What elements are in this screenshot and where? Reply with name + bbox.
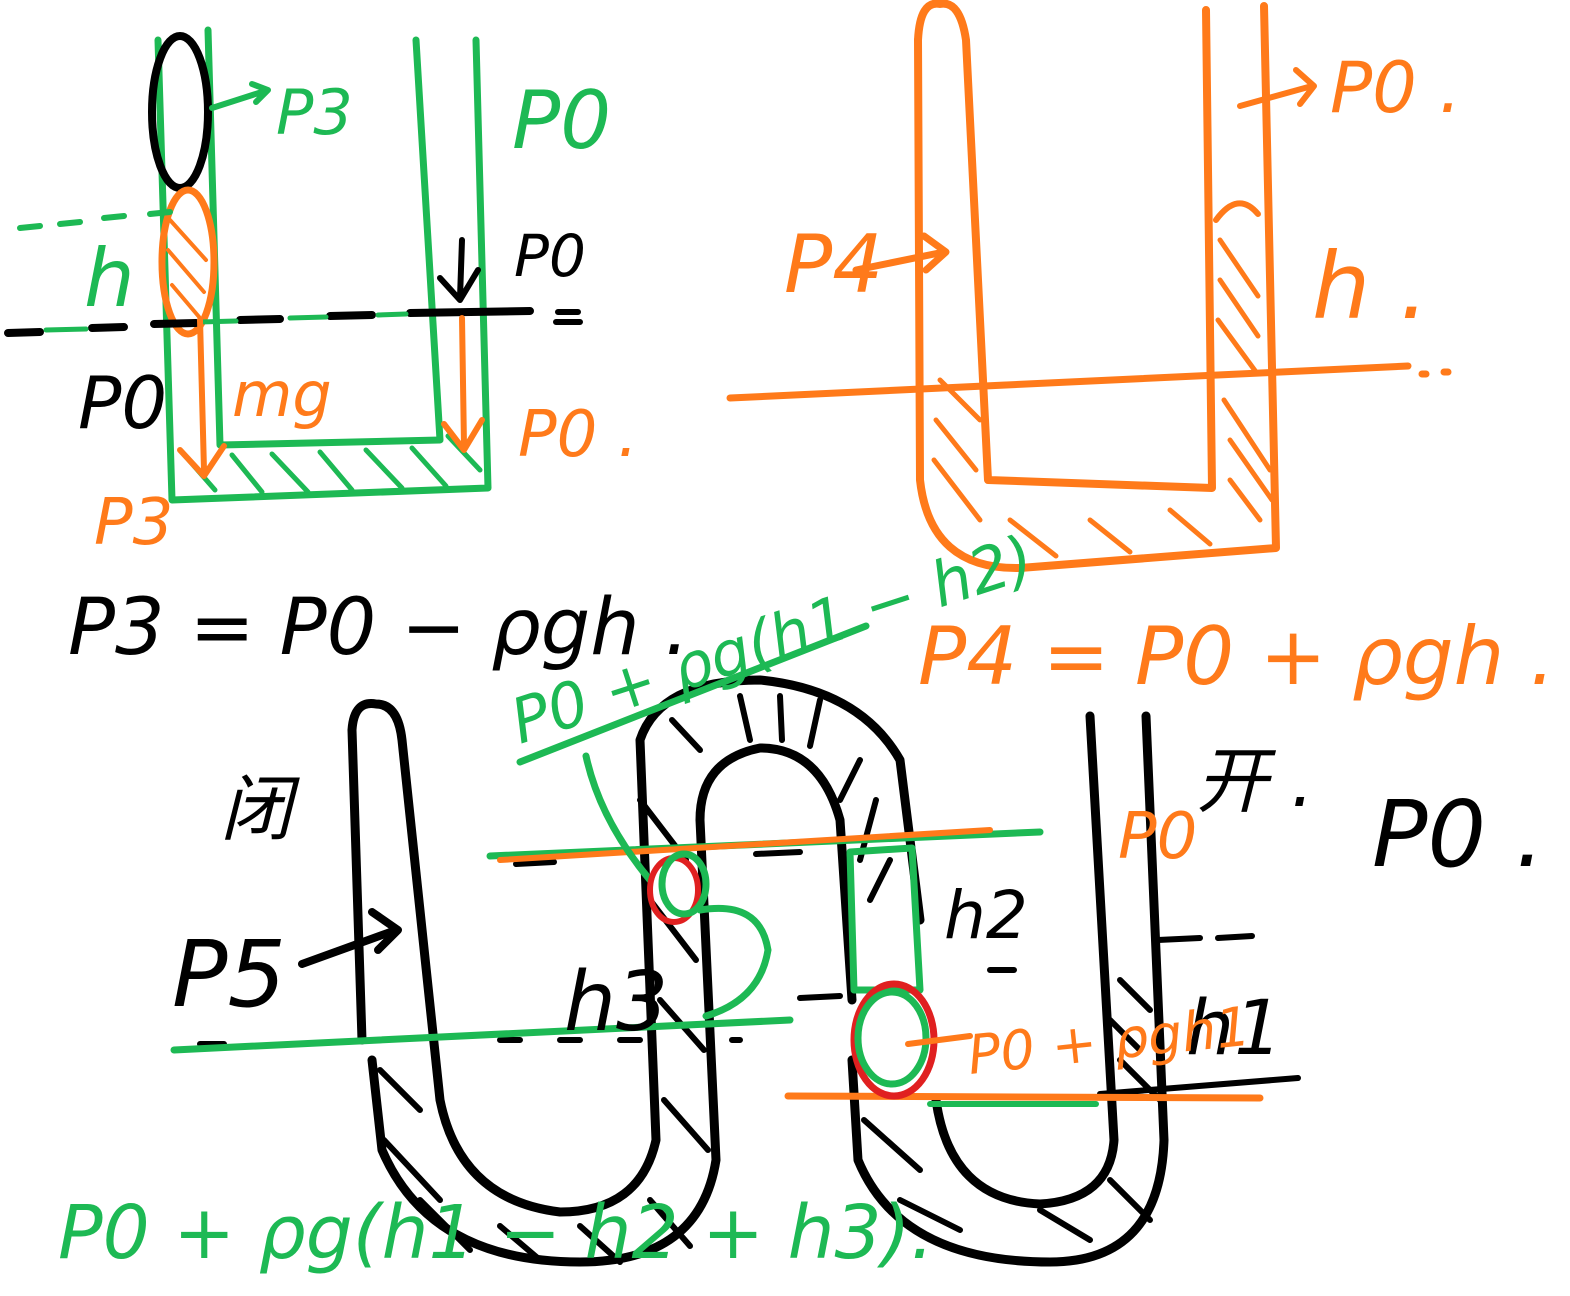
label-h-open: h . [1312,233,1429,340]
left-closed-arm [347,675,925,1217]
arrow-to-p3 [209,81,271,111]
h3-green-line [170,1016,794,1054]
equation-p4: P4 = P0 + ρgh . [918,610,1555,703]
equation-p3: P3 = P0 − ρgh . [68,583,689,673]
label-mg: mg [232,358,332,431]
label-p5: P5 [172,921,286,1028]
open-tube-level-line [726,362,1412,402]
open-tube-outer [914,0,1216,492]
label-p3-arrow: P3 [276,76,353,149]
label-p0-top: P0 [512,74,611,167]
double-tube-colored-marks [170,622,1264,1107]
arrow-down-p0 [437,237,481,303]
top-pressure-underline [516,622,870,766]
bottom-orange-line [784,1092,1264,1102]
orange-mid-arrow [905,1033,973,1047]
right-u-outer [847,711,1169,1267]
top-level-dashes [17,209,173,231]
open-tube-level-dots [1418,368,1452,378]
surface-level-dashes [4,307,534,337]
label-open: 开 . [1196,739,1314,823]
label-given: P0 . ρ [1372,781,1570,888]
trapped-gas-ellipse [148,32,212,192]
arrow-mg [177,317,227,479]
label-h: h [84,232,135,325]
label-p0-surface: P0 [514,222,586,290]
open-tube-liquid-cap [1213,200,1261,223]
h1-level-line [1097,933,1301,1097]
open-tube-hatch [931,237,1275,559]
top-orange-line [497,827,993,863]
label-p4: P4 [784,218,883,311]
label-h1: h1 [1186,983,1283,1072]
label-p3-bottom: P3 [94,486,173,560]
h2-green-box [846,844,924,994]
double-tube-hatch [377,693,1163,1265]
right-u-inner [931,711,1119,1209]
liquid-column-hatch [166,218,208,320]
arrow-p0-right [441,315,485,453]
bottom-green-circle [854,988,930,1088]
equals-mark [553,309,583,325]
arrow-to-p0 [1237,67,1317,109]
liquid-column-ellipse [158,186,218,338]
closed-tube-labels: P3 P0 P0 h P0 mg P0 . P3 P3 = P0 − ρgh . [68,74,689,673]
bottom-black-dashes [197,849,1017,1047]
label-p0-left: P0 [78,361,167,445]
label-h2: h2 [944,877,1028,954]
closed-tube-liquid-hatch [177,433,483,495]
top-green-circle [658,850,710,918]
open-tube-labels: P0 . P4 h . P4 = P0 + ρgh . [784,47,1555,703]
open-tube-inner [914,2,1280,573]
open-u-tube-top-right [726,0,1452,573]
arrow-p5 [298,908,402,968]
label-closed: 闭 [220,767,300,851]
arrow-p4 [852,232,950,274]
green-arrow-curve [582,752,772,1020]
label-bottom-pressure: P0 + ρg(h1 − h2 + h3). [58,1190,934,1276]
label-p0-open-top: P0 . [1330,47,1461,129]
double-u-tube [197,675,1301,1267]
label-h3: h3 [564,955,668,1050]
label-p0-open: P0 [1118,800,1197,874]
surface-level-dashes-green [43,311,409,333]
closed-u-tube-top-left [4,26,583,504]
label-p0-right: P0 . [518,398,638,472]
